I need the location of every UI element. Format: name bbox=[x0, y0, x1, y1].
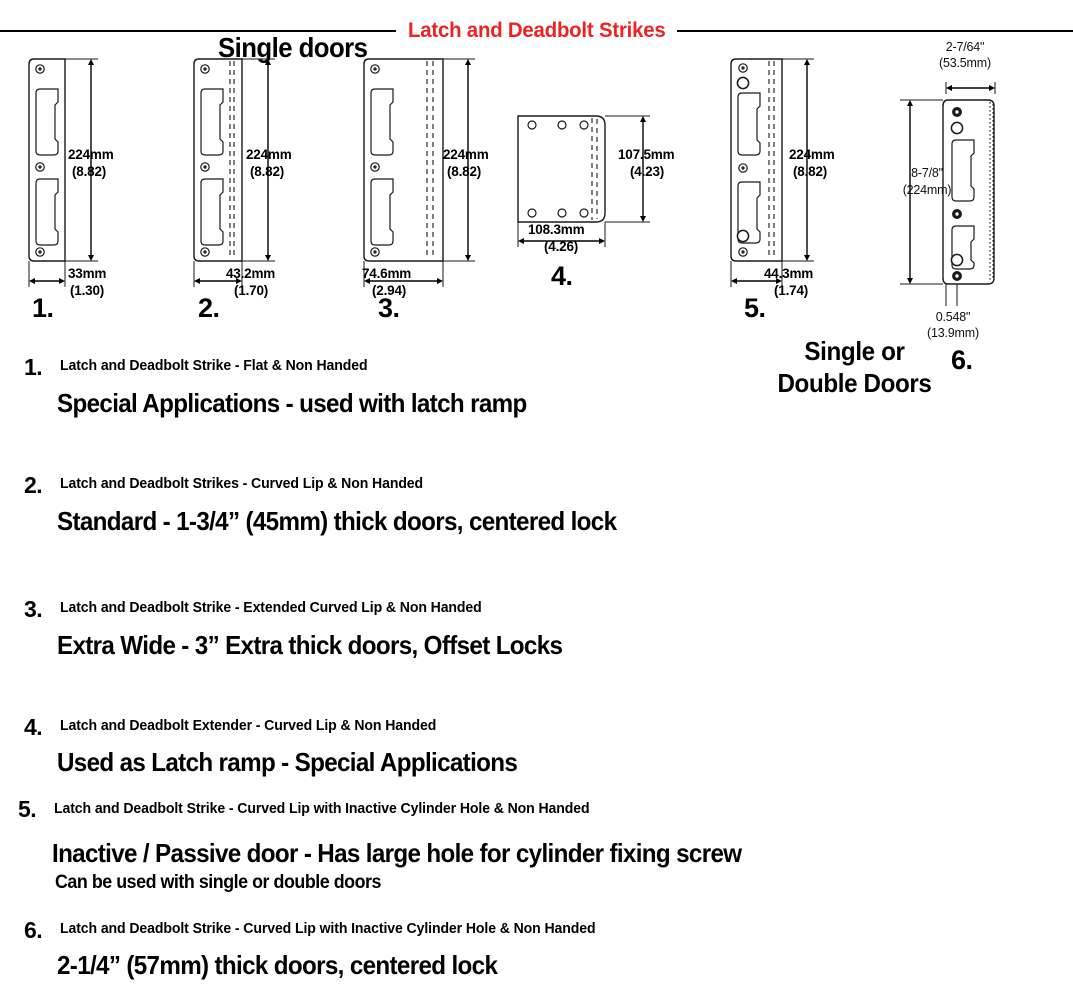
page-title: Latch and Deadbolt Strikes bbox=[407, 19, 666, 42]
header-rule-left bbox=[0, 30, 396, 32]
figure-1-drawing bbox=[28, 58, 98, 287]
figure-1-height-in: (8.82) bbox=[72, 164, 107, 179]
item-5-caption: Latch and Deadbolt Strike - Curved Lip w… bbox=[54, 801, 590, 817]
figure-6-height-mm: (224mm) bbox=[902, 183, 952, 197]
figure-2-drawing bbox=[193, 58, 275, 287]
figure-1-width-in: (1.30) bbox=[70, 283, 105, 298]
figure-1-width-mm: 33mm bbox=[68, 266, 107, 281]
item-6-description: 2-1/4” (57mm) thick doors, centered lock bbox=[57, 950, 498, 980]
item-2-caption: Latch and Deadbolt Strikes - Curved Lip … bbox=[60, 476, 424, 492]
figure-5-width-in: (1.74) bbox=[774, 283, 809, 298]
heading-single-or-double-line2: Double Doors bbox=[777, 368, 932, 399]
item-1-description: Special Applications - used with latch r… bbox=[57, 388, 527, 418]
figure-4-height-in: (4.23) bbox=[630, 164, 665, 179]
item-2-description: Standard - 1-3/4” (45mm) thick doors, ce… bbox=[57, 506, 617, 536]
item-5-number: 5. bbox=[18, 796, 37, 822]
item-4-caption: Latch and Deadbolt Extender - Curved Lip… bbox=[60, 718, 437, 734]
figure-5-width-mm: 44.3mm bbox=[764, 266, 814, 281]
figure-5-height-in: (8.82) bbox=[793, 164, 828, 179]
figure-2-height-mm: 224mm bbox=[246, 147, 292, 162]
figure-3-height-in: (8.82) bbox=[447, 164, 482, 179]
figure-6-drawing bbox=[900, 82, 996, 306]
item-1-number: 1. bbox=[24, 354, 43, 380]
figure-4-number: 4. bbox=[551, 261, 573, 291]
figure-3-number: 3. bbox=[378, 293, 400, 323]
item-5-description: Inactive / Passive door - Has large hole… bbox=[52, 838, 742, 868]
figure-1-number: 1. bbox=[32, 293, 54, 323]
figure-2-height-in: (8.82) bbox=[250, 164, 285, 179]
figure-2-number: 2. bbox=[198, 293, 220, 323]
item-3-number: 3. bbox=[24, 596, 43, 622]
header-rule-right bbox=[677, 30, 1073, 32]
figure-6-height-in: 8-7/8" bbox=[911, 166, 943, 180]
item-6-number: 6. bbox=[24, 917, 43, 943]
item-1-caption: Latch and Deadbolt Strike - Flat & Non H… bbox=[60, 358, 368, 374]
heading-single-doors: Single doors bbox=[218, 32, 368, 63]
item-3-description: Extra Wide - 3” Extra thick doors, Offse… bbox=[57, 630, 563, 660]
figure-1-height-mm: 224mm bbox=[68, 147, 114, 162]
figure-2-width-in: (1.70) bbox=[234, 283, 269, 298]
figure-4-height-mm: 107.5mm bbox=[618, 147, 675, 162]
heading-single-or-double-line1: Single or bbox=[804, 336, 905, 366]
figure-5-height-mm: 224mm bbox=[789, 147, 835, 162]
heading-single-or-double: Single or Double Doors bbox=[768, 335, 941, 399]
figure-5-drawing bbox=[730, 58, 814, 287]
header-band: Latch and Deadbolt Strikes bbox=[0, 18, 1073, 44]
figure-4-width-in: (4.26) bbox=[544, 239, 579, 254]
item-6-caption: Latch and Deadbolt Strike - Curved Lip w… bbox=[60, 921, 596, 937]
figure-6-width-in: 2-7/64" bbox=[945, 40, 985, 54]
figure-6-detail-mm: (13.9mm) bbox=[927, 326, 979, 340]
figure-5-number: 5. bbox=[744, 293, 766, 323]
figure-3-width-mm: 74.6mm bbox=[362, 266, 412, 281]
item-5-subdescription: Can be used with single or double doors bbox=[55, 872, 382, 893]
figure-6-width-mm: (53.5mm) bbox=[939, 56, 991, 70]
figure-2-width-mm: 43.2mm bbox=[226, 266, 276, 281]
figure-6-number: 6. bbox=[951, 345, 973, 375]
item-3-caption: Latch and Deadbolt Strike - Extended Cur… bbox=[60, 600, 482, 616]
item-2-number: 2. bbox=[24, 472, 43, 498]
figure-4-drawing bbox=[517, 115, 650, 247]
figure-4-width-mm: 108.3mm bbox=[528, 222, 585, 237]
figure-3-height-mm: 224mm bbox=[443, 147, 489, 162]
figure-3-drawing bbox=[363, 58, 475, 287]
item-4-number: 4. bbox=[24, 714, 43, 740]
figure-3-width-in: (2.94) bbox=[372, 283, 407, 298]
figure-6-detail-in: 0.548" bbox=[935, 310, 971, 324]
item-4-description: Used as Latch ramp - Special Application… bbox=[57, 747, 518, 777]
